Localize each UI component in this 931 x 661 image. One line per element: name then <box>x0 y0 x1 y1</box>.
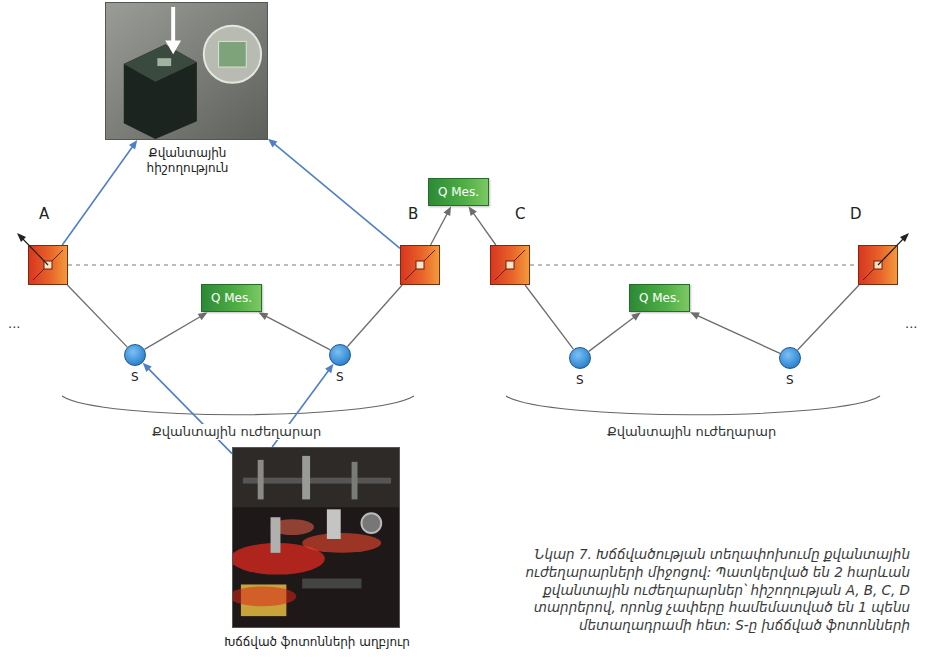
photon-path <box>798 285 860 350</box>
continuation-dots: ... <box>8 316 20 332</box>
connector-line <box>530 264 858 265</box>
memory-element: C <box>490 245 530 285</box>
photon-path <box>259 312 331 350</box>
arrowhead <box>469 206 477 216</box>
entanglement-line <box>68 265 400 266</box>
box-label: Q Mes. <box>438 185 479 199</box>
connector-line <box>62 146 133 245</box>
pointer-arrow <box>62 140 137 245</box>
photon-path <box>144 312 207 349</box>
photon-source-dot: S <box>329 344 351 366</box>
photon-path <box>589 312 641 351</box>
bracket <box>62 396 414 415</box>
memory-photo <box>106 3 267 139</box>
arrowhead <box>259 312 269 320</box>
connector-line <box>473 212 496 245</box>
arrowhead <box>690 312 700 319</box>
memory-element: D <box>858 245 898 285</box>
arrowhead <box>129 140 137 150</box>
connector-line <box>589 317 635 352</box>
repeater-label: Քվանտային ուժեղարար <box>604 424 779 440</box>
element-letter: B <box>408 206 418 223</box>
connector-line <box>148 368 232 454</box>
photon-path <box>469 206 496 245</box>
arrowhead <box>443 206 451 216</box>
photon-path <box>431 206 451 245</box>
photo-caption: Խճճված ֆոտոնների աղբյուր <box>207 635 427 650</box>
pointer-arrow <box>268 139 400 249</box>
repeater-label: Քվանտային ուժեղարար <box>149 424 324 440</box>
photon-source-dot: S <box>779 347 801 369</box>
source-photo-box: Խճճված ֆոտոնների աղբյուր <box>232 447 400 628</box>
figure-caption: Նկար 7. Խճճվածության տեղափոխումը քվանտայ… <box>470 546 910 635</box>
memory-element-symbol <box>29 246 67 284</box>
photon-path <box>525 285 573 349</box>
connector-line <box>273 143 400 248</box>
box-label: Q Mes. <box>639 291 680 305</box>
bracket <box>506 396 880 415</box>
photon-path <box>67 285 127 347</box>
photon-source-dot: S <box>124 344 146 366</box>
measurement-box: Q Mes. <box>428 178 489 206</box>
connector-line <box>798 285 860 350</box>
photon-source-dot: S <box>569 347 591 369</box>
measurement-box: Q Mes. <box>629 284 690 312</box>
photon-path <box>347 285 402 347</box>
memory-element: B <box>400 245 440 285</box>
arrowhead <box>631 312 640 320</box>
memory-element-symbol <box>401 246 439 284</box>
entanglement-line <box>530 265 858 266</box>
measurement-box: Q Mes. <box>201 284 262 312</box>
connector-line <box>696 315 780 353</box>
source-letter: S <box>786 374 794 387</box>
connector-line <box>525 285 573 349</box>
source-letter: S <box>131 371 139 384</box>
connector-line <box>144 316 201 349</box>
memory-photo-box: Քվանտային հիշողություն <box>105 2 268 140</box>
source-letter: S <box>576 374 584 387</box>
arrowhead <box>268 139 277 148</box>
memory-element-symbol <box>491 246 529 284</box>
connector-line <box>67 285 127 347</box>
pointer-arrow <box>143 363 232 454</box>
element-letter: D <box>850 206 862 223</box>
element-letter: C <box>515 206 525 223</box>
continuation-dots: ... <box>905 316 917 332</box>
arrowhead <box>198 312 208 320</box>
photon-path <box>690 312 780 353</box>
connector-line <box>265 316 330 350</box>
connector-line <box>431 213 448 245</box>
element-letter: A <box>39 206 49 223</box>
source-letter: S <box>336 371 344 384</box>
photon-source-photo <box>233 448 399 627</box>
memory-element: A <box>28 245 68 285</box>
arrowhead <box>325 364 333 373</box>
arrowhead <box>143 363 152 372</box>
connector-line <box>68 264 400 265</box>
box-label: Q Mes. <box>211 291 252 305</box>
memory-element-symbol <box>859 246 897 284</box>
connector-line <box>347 285 402 347</box>
photo-caption: Քվանտային հիշողություն <box>113 146 263 176</box>
